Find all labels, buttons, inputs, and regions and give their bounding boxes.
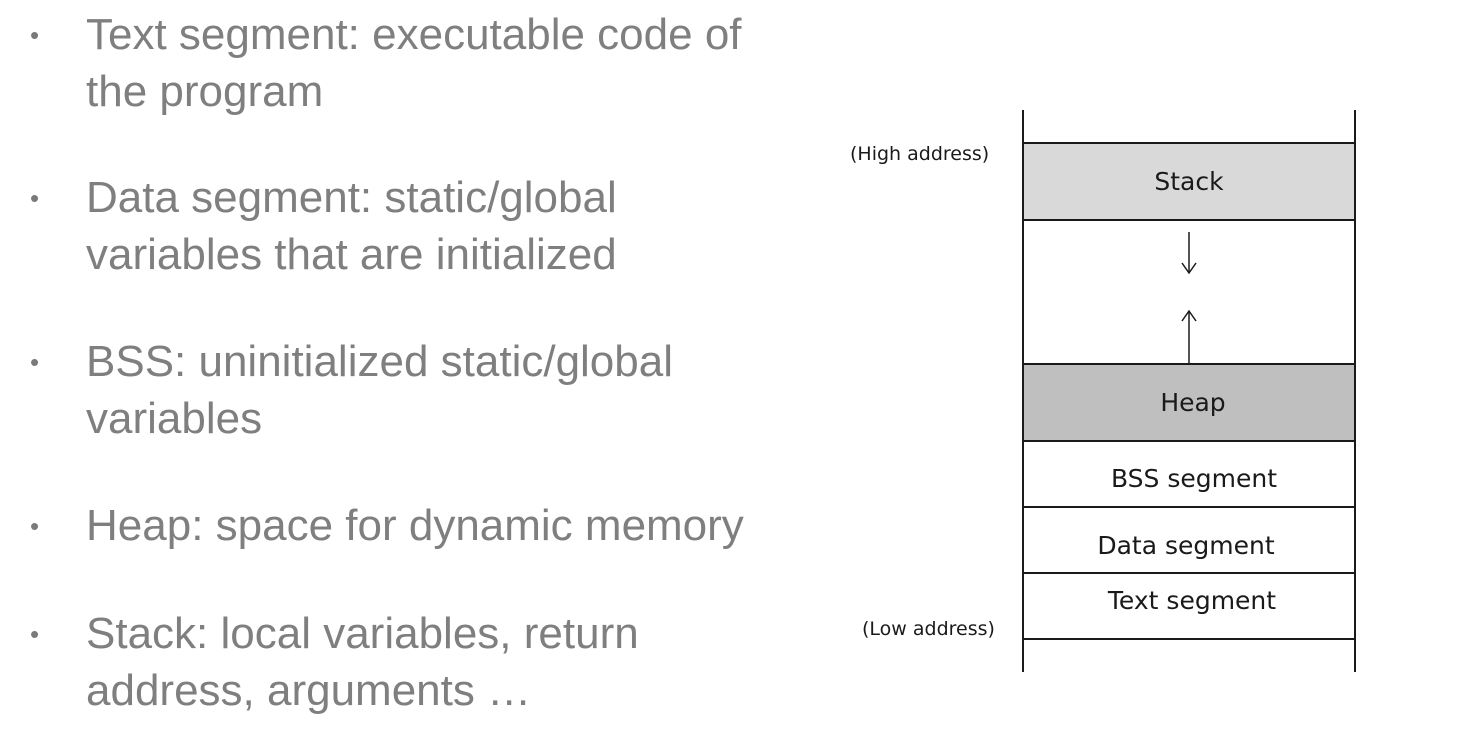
data-block: [1022, 506, 1356, 574]
bullet-line: Text segment: executable code of: [86, 10, 742, 59]
memory-layout-diagram: Stack Heap BSS segment Data segment Text…: [820, 100, 1420, 690]
heap-label: Heap: [1160, 388, 1225, 417]
bullet-line: Stack: local variables, return: [86, 609, 639, 658]
heap-block: [1022, 363, 1356, 442]
text-block: [1022, 572, 1356, 640]
bss-label: BSS segment: [1111, 464, 1277, 493]
bullet-list: • Text segment: executable code of the p…: [30, 6, 760, 719]
down-arrow-head: [1181, 262, 1197, 275]
bss-block: [1022, 440, 1356, 508]
low-address-label: (Low address): [862, 618, 995, 640]
bullet-line: Data segment: static/global: [86, 173, 617, 222]
bullet-line: address, arguments …: [86, 666, 532, 715]
high-address-label: (High address): [850, 143, 989, 165]
bullet-text: Heap: space for dynamic memory: [86, 497, 760, 554]
bullet-line: the program: [86, 67, 324, 116]
data-label: Data segment: [1097, 531, 1274, 560]
bullet-text: Text segment: executable code of the pro…: [86, 6, 760, 120]
bullet-dot: •: [30, 511, 40, 541]
bullet-dot: •: [30, 183, 40, 213]
bullet-line: BSS: uninitialized static/global: [86, 337, 673, 386]
bullet-dot: •: [30, 619, 40, 649]
stack-label: Stack: [1154, 167, 1224, 196]
bullet-line: Heap: space for dynamic memory: [86, 501, 744, 550]
bullet-line: variables: [86, 394, 263, 443]
bullet-text: Stack: local variables, return address, …: [86, 605, 760, 719]
stack-block: [1022, 142, 1356, 221]
bullet-line: variables that are initialized: [86, 230, 617, 279]
bullet-text: BSS: uninitialized static/global variabl…: [86, 333, 760, 447]
bullet-dot: •: [30, 347, 40, 377]
memory-layout-svg: Stack Heap BSS segment Data segment Text…: [850, 110, 1356, 672]
bullet-dot: •: [30, 20, 40, 50]
up-arrow-head: [1181, 309, 1197, 322]
bullet-text: Data segment: static/global variables th…: [86, 169, 760, 283]
text-label: Text segment: [1107, 586, 1276, 615]
